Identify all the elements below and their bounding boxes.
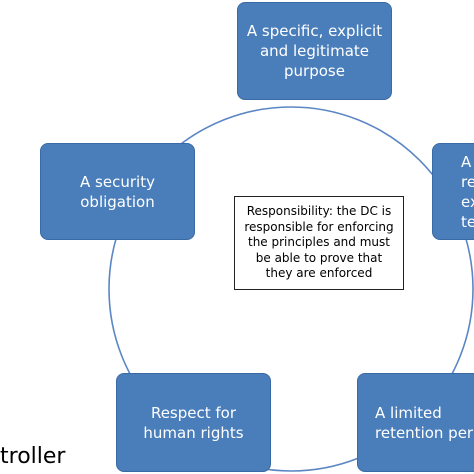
responsibility-note: Responsibility: the DC is responsible fo… [234, 196, 404, 290]
node-human-rights: Respect for human rights [116, 373, 271, 472]
caption-text: troller [0, 444, 66, 469]
node-security-obligation: A security obligation [40, 143, 195, 240]
node-right-partial: A re exce te [432, 143, 474, 240]
node-specific-purpose: A specific, explicit and legitimate purp… [237, 2, 392, 100]
node-limited-retention: A limited retention per [357, 373, 474, 472]
